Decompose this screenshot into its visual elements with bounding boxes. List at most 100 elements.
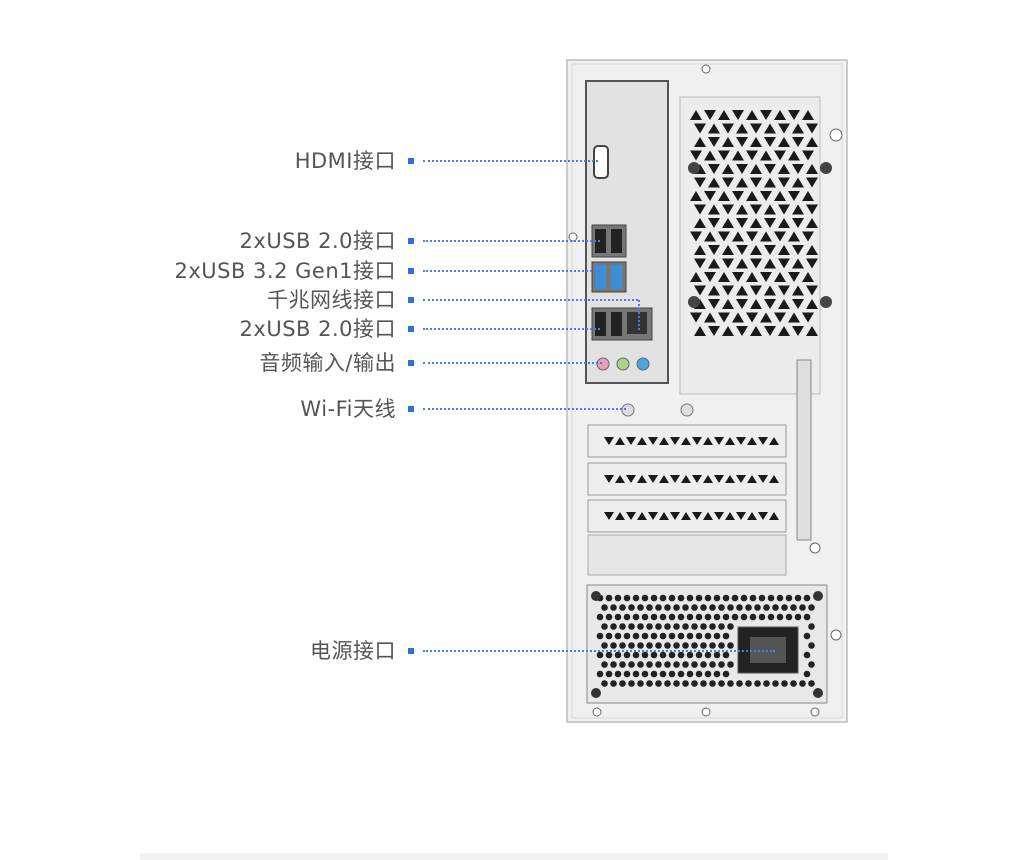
psu-vent-hole	[655, 604, 662, 611]
psu-vent-hole	[709, 680, 716, 687]
vent-hole	[792, 218, 804, 228]
slot-vent	[747, 475, 757, 483]
vent-hole	[806, 299, 818, 309]
psu-vent-hole	[614, 670, 622, 678]
vent-hole	[764, 137, 776, 147]
vent-hole	[708, 164, 720, 174]
vent-hole	[694, 177, 706, 188]
slot-vent	[736, 512, 746, 520]
vent-hole	[694, 123, 706, 134]
psu-vent-hole	[610, 661, 617, 668]
callout-marker-power	[408, 648, 414, 654]
psu-vent-hole	[677, 651, 685, 659]
vent-hole	[736, 164, 748, 174]
psu-vent-hole	[646, 642, 653, 649]
vent-hole	[722, 258, 734, 269]
vent-hole	[778, 285, 790, 296]
vent-hole	[746, 191, 758, 201]
psu-vent-hole	[623, 632, 631, 640]
psu-vent-hole	[628, 604, 635, 611]
psu-vent-hole	[623, 613, 631, 621]
slot-vent	[615, 475, 625, 483]
vent-hole	[708, 299, 720, 309]
vent-hole	[792, 245, 804, 255]
slot-vent	[626, 437, 636, 445]
psu-vent-hole	[713, 632, 721, 640]
psu-vent-hole	[632, 613, 640, 621]
psu-vent-hole	[623, 670, 631, 678]
psu-vent-hole	[686, 632, 694, 640]
psu-vent-hole	[605, 651, 613, 659]
callout-label-usb20-top: 2xUSB 2.0接口	[239, 229, 396, 253]
psu-vent-hole	[727, 642, 734, 649]
vent-hole	[764, 326, 776, 336]
vent-hole	[718, 110, 730, 120]
vent-hole	[708, 326, 720, 336]
psu-vent-hole	[727, 680, 734, 687]
psu-vent-hole	[655, 623, 662, 630]
psu-vent-hole	[781, 604, 788, 611]
psu-vent-hole	[695, 632, 703, 640]
psu-vent-hole	[808, 623, 815, 630]
slot-vent	[681, 437, 691, 445]
psu-vent-hole	[727, 604, 734, 611]
vent-hole	[694, 245, 706, 255]
slot-vent	[692, 475, 702, 483]
vent-hole	[806, 137, 818, 147]
vent-hole	[764, 218, 776, 228]
slot-vent	[703, 475, 713, 483]
psu-vent-hole	[722, 651, 730, 659]
vent-hole	[722, 204, 734, 215]
vent-hole	[690, 312, 702, 323]
psu-vent-hole	[713, 670, 721, 678]
slot-vent	[758, 437, 768, 445]
psu-vent-hole	[641, 670, 649, 678]
psu-vent-hole	[673, 680, 680, 687]
psu-vent-hole	[655, 680, 662, 687]
psu-vent-hole	[614, 613, 622, 621]
vent-hole	[774, 231, 786, 242]
vent-hole	[792, 299, 804, 309]
psu-vent-hole	[803, 632, 811, 640]
slot-vent	[604, 437, 614, 445]
vent-hole	[792, 137, 804, 147]
vent-hole	[788, 231, 800, 242]
psu-vent-hole	[664, 680, 671, 687]
vent-hole	[788, 272, 800, 282]
vent-hole	[806, 204, 818, 215]
psu-vent-hole	[646, 623, 653, 630]
slot-vent	[648, 475, 658, 483]
psu-vent-hole	[619, 604, 626, 611]
psu-vent-hole	[718, 623, 725, 630]
psu-vent-hole	[691, 680, 698, 687]
vent-hole	[760, 150, 772, 161]
vent-hole	[736, 204, 748, 215]
psu-vent-hole	[682, 623, 689, 630]
slot-vent	[604, 475, 614, 483]
psu-vent-hole	[731, 594, 739, 602]
vent-hole	[694, 258, 706, 269]
vent-hole	[718, 191, 730, 201]
psu-vent-hole	[803, 613, 811, 621]
psu-vent-hole	[610, 623, 617, 630]
psu-vent-hole	[695, 651, 703, 659]
psu-vent-hole	[754, 680, 761, 687]
vent-hole	[746, 110, 758, 120]
psu-vent-hole	[808, 642, 815, 649]
vent-hole	[690, 150, 702, 161]
psu-vent-hole	[691, 623, 698, 630]
vent-hole	[690, 231, 702, 242]
vent-hole	[708, 258, 720, 269]
vent-hole	[722, 137, 734, 147]
psu-vent-hole	[614, 651, 622, 659]
vent-hole	[806, 258, 818, 269]
psu-vent-hole	[691, 642, 698, 649]
psu-vent-hole	[686, 613, 694, 621]
callout-marker-wifi	[408, 406, 414, 412]
psu-vent-hole	[709, 604, 716, 611]
vent-hole	[736, 245, 748, 255]
vent-hole	[764, 164, 776, 174]
vent-hole	[788, 312, 800, 323]
vent-hole	[760, 312, 772, 323]
vent-hole	[732, 150, 744, 161]
